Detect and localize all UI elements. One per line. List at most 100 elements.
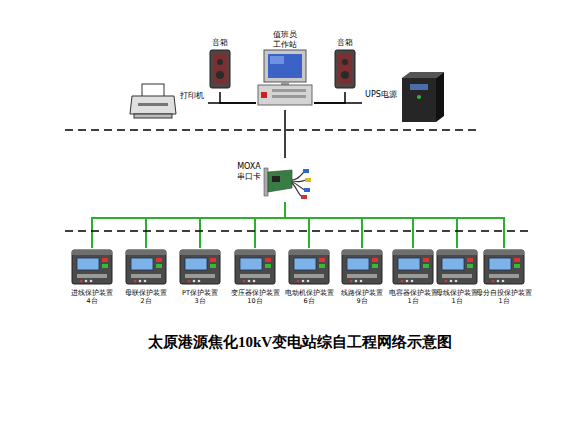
printer-tray [134,114,172,118]
ups-node: UPS电源 [362,72,442,124]
protection-device-node: 母线保护装置 1台 [427,248,487,310]
printer-node: 打印机 [128,82,208,120]
bus-connector [285,202,362,248]
cable-connector [314,92,345,103]
speaker-node: 音箱 [330,38,360,92]
protection-device-node: 电动机保护装置 6台 [279,248,339,310]
protection-device-node: 母联保护装置 2台 [116,248,176,310]
card-bracket [264,168,268,196]
node-label: 母线保护装置 1台 [436,290,478,306]
protection-device-node: 变压器保护装置 10台 [225,248,285,310]
protection-device-node: 进线保护装置 4台 [62,248,122,310]
drive-slot [272,89,306,92]
card-chip [272,176,280,182]
card-plug [305,178,311,182]
speaker-symbol [335,50,355,88]
caption-holder: 太原港源焦化10kV变电站综自工程网络示意图 [40,332,560,352]
protection-device-node: PT保护装置 3台 [170,248,230,310]
bus-connector [285,202,413,248]
ups-led [417,95,421,99]
node-label: MOXA 串口卡 [237,162,261,181]
bus-connector [200,202,285,248]
protection-device-symbol [180,250,220,284]
label-holder: PT保护装置 3台 [170,290,230,306]
protection-device-symbol [289,250,329,284]
dashed-divider [65,129,480,131]
cable-connector [220,92,256,103]
node-label: 变压器保护装置 10台 [231,290,280,306]
computer-case [258,85,312,105]
card-plug [304,188,310,192]
ups-front [402,78,436,122]
serial-card-node: MOXA 串口卡 [232,158,338,202]
speaker-symbol [210,50,230,88]
node-label: 值班员 工作站 [273,30,297,49]
label-holder: 音箱 [330,38,360,48]
printer-body [130,96,176,114]
label-holder: 电容器保护装置 1台 [383,290,443,306]
bus-connector [285,202,504,248]
node-label: 母联保护装置 2台 [125,290,167,306]
power-button [261,92,267,98]
monitor-frame [264,50,306,82]
cable-connector [314,102,362,104]
diagram-caption: 太原港源焦化10kV变电站综自工程网络示意图 [148,334,452,350]
label-holder: 变压器保护装置 10台 [225,290,285,306]
printer-slot [138,103,168,106]
label-holder: 进线保护装置 4台 [62,290,122,306]
card-cable [292,180,306,182]
dashed-divider [65,230,530,232]
label-holder: UPS电源 [362,90,400,100]
printer-symbol [130,84,176,118]
label-holder: 母分自投保护装置 1台 [474,290,534,306]
label-holder: MOXA 串口卡 [232,162,266,181]
workstation-symbol [258,50,312,105]
protection-device-symbol [393,250,433,284]
card-plug [303,169,309,173]
protection-device-node: 母分自投保护装置 1台 [474,248,534,310]
bus-connector [285,202,309,248]
bus-connector [92,202,285,248]
label-holder: 值班员 工作站 [267,30,303,49]
label-holder: 音箱 [205,38,235,48]
cable-connector [284,110,286,158]
protection-device-symbol [437,250,477,284]
protection-device-symbol [484,250,524,284]
ups-side [436,72,444,122]
card-pcb [268,170,292,192]
label-holder: 线路保护装置 9台 [332,290,392,306]
workstation-node: 值班员 工作站 [256,30,314,110]
protection-device-symbol [126,250,166,284]
protection-device-node: 电容器保护装置 1台 [383,248,443,310]
node-label: 进线保护装置 4台 [71,290,113,306]
label-holder: 电动机保护装置 6台 [279,290,339,306]
ups-symbol [402,72,444,122]
monitor-window [270,56,284,64]
speaker-node: 音箱 [205,38,235,92]
bus-connector [285,202,457,248]
label-holder: 打印机 [176,91,208,101]
protection-device-symbol [235,250,275,284]
node-label: PT保护装置 3台 [182,290,218,306]
card-cable [292,172,304,180]
serial-card-symbol [264,168,311,199]
node-label: 电容器保护装置 1台 [389,290,438,306]
card-plug [301,195,307,199]
node-label: 音箱 [337,38,353,48]
node-label: 打印机 [180,91,204,101]
protection-device-symbol [72,250,112,284]
monitor-screen [268,54,302,78]
drive-slot [272,95,306,98]
protection-device-symbol [342,250,382,284]
bus-connector [255,202,285,248]
protection-device-node: 线路保护装置 9台 [332,248,392,310]
bus-connector [146,202,285,248]
node-label: 电动机保护装置 6台 [285,290,334,306]
label-holder: 母联保护装置 2台 [116,290,176,306]
node-label: UPS电源 [365,90,397,100]
node-label: 音箱 [212,38,228,48]
node-label: 母分自投保护装置 1台 [476,290,532,306]
